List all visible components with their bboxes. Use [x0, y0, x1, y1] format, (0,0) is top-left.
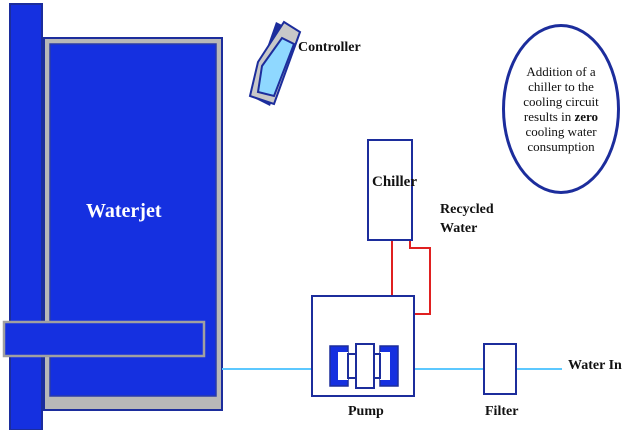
filter-label: Filter [485, 404, 519, 419]
zero-consumption-note: Addition of a chiller to the cooling cir… [502, 24, 620, 194]
water-in-label: Water In [568, 358, 622, 373]
controller-label: Controller [298, 40, 361, 55]
chiller-box [367, 139, 413, 241]
pump-label: Pump [348, 404, 384, 419]
recycled-line-right [409, 240, 431, 315]
note-text-emphasis: zero [574, 109, 599, 124]
recycled-water-label: Recycled Water [440, 200, 500, 238]
note-text-before: Addition of a chiller to the cooling cir… [523, 64, 599, 124]
recycled-water-line2: Water [440, 221, 478, 236]
waterjet-label: Waterjet [86, 200, 162, 222]
waterjet-column [9, 3, 43, 431]
chiller-label: Chiller [372, 174, 417, 190]
pump-motor-icon [329, 343, 399, 389]
filter-box [483, 343, 517, 395]
recycled-water-line1: Recycled [440, 202, 494, 217]
controller-device [248, 20, 302, 106]
waterjet-arm [2, 320, 206, 358]
note-text: Addition of a chiller to the cooling cir… [519, 64, 603, 154]
note-text-after: cooling water consumption [525, 124, 597, 154]
